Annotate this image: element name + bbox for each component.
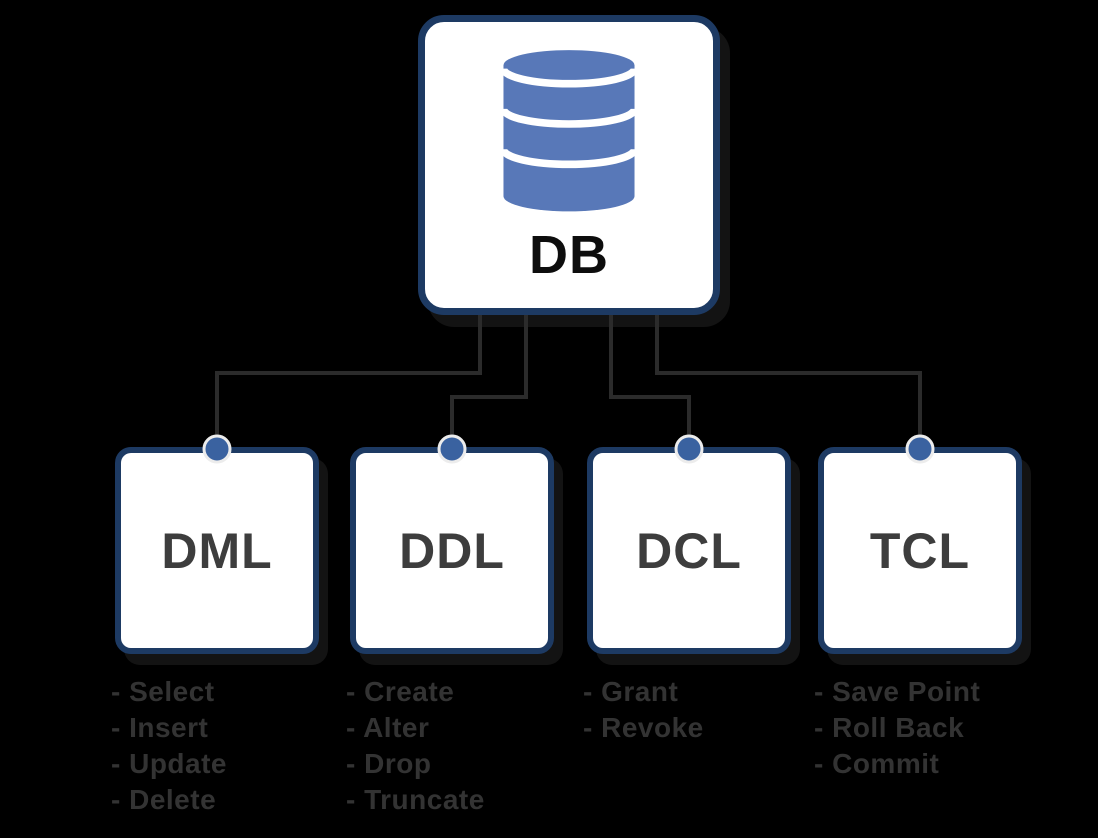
dml-node: DML xyxy=(115,447,319,654)
list-item: - Revoke xyxy=(583,712,704,743)
list-item: - Insert xyxy=(111,712,209,743)
connector-db-to-ddl xyxy=(450,315,528,446)
ddl-node-label: DDL xyxy=(399,522,505,579)
list-item: - Truncate xyxy=(346,784,485,815)
tcl-node-label: TCL xyxy=(869,522,971,579)
list-item: - Create xyxy=(346,676,455,707)
list-item: - Select xyxy=(111,676,215,707)
database-icon xyxy=(499,50,639,212)
list-item: - Alter xyxy=(346,712,430,743)
connector-db-to-tcl xyxy=(655,315,922,446)
dcl-command-list: - Grant - Revoke xyxy=(583,674,704,746)
ddl-command-list: - Create - Alter - Drop - Truncate xyxy=(346,674,485,818)
list-item: - Drop xyxy=(346,748,432,779)
dcl-node: DCL xyxy=(587,447,791,654)
dml-command-list: - Select - Insert - Update - Delete xyxy=(111,674,227,818)
connector-db-to-dcl xyxy=(609,315,691,446)
db-node: DB xyxy=(418,15,720,315)
connector-db-to-dml xyxy=(215,315,482,446)
list-item: - Roll Back xyxy=(814,712,965,743)
ddl-node: DDL xyxy=(350,447,554,654)
dml-node-label: DML xyxy=(161,522,273,579)
db-node-label: DB xyxy=(529,225,609,285)
list-item: - Update xyxy=(111,748,227,779)
list-item: - Delete xyxy=(111,784,217,815)
tcl-node: TCL xyxy=(818,447,1022,654)
dcl-node-label: DCL xyxy=(636,522,742,579)
list-item: - Save Point xyxy=(814,676,981,707)
list-item: - Commit xyxy=(814,748,940,779)
list-item: - Grant xyxy=(583,676,679,707)
tcl-command-list: - Save Point - Roll Back - Commit xyxy=(814,674,980,782)
